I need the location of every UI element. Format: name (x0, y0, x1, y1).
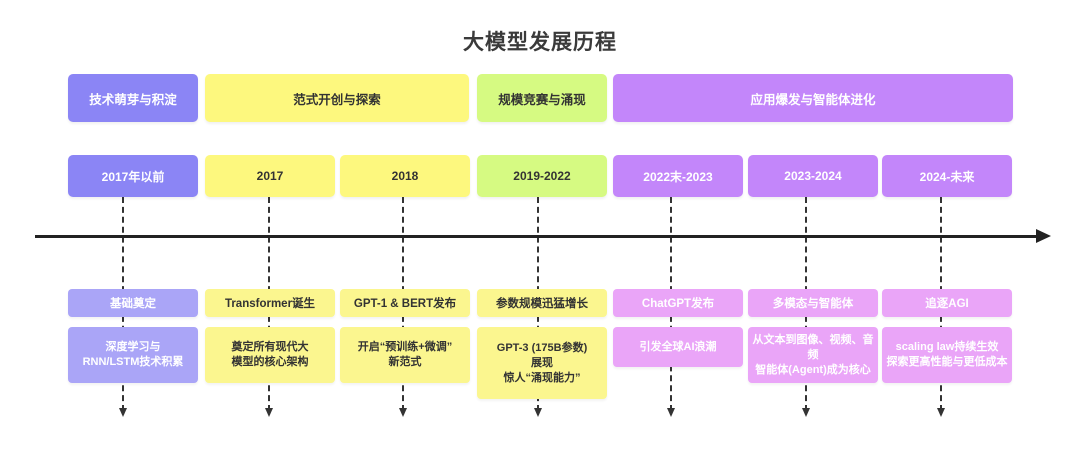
event-description-card: 引发全球AI浪潮 (613, 327, 743, 367)
timeline-axis-line (35, 235, 1040, 238)
year-label-card: 2022末-2023 (613, 155, 743, 197)
phase-band: 技术萌芽与积淀 (68, 74, 198, 122)
year-label-card: 2017 (205, 155, 335, 197)
year-label-card: 2017年以前 (68, 155, 198, 197)
year-label-card: 2019-2022 (477, 155, 607, 197)
arrow-down-icon (936, 408, 945, 417)
arrow-down-icon (264, 408, 273, 417)
event-description-card: GPT-3 (175B参数) 展现 惊人“涌现能力” (477, 327, 607, 399)
event-title-card: ChatGPT发布 (613, 289, 743, 317)
arrow-down-icon (533, 408, 542, 417)
year-label-card: 2018 (340, 155, 470, 197)
year-label-card: 2024-未来 (882, 155, 1012, 197)
event-description-card: scaling law持续生效 探索更高性能与更低成本 (882, 327, 1012, 383)
event-title-card: 基础奠定 (68, 289, 198, 317)
event-description-card: 奠定所有现代大 模型的核心架构 (205, 327, 335, 383)
arrow-down-icon (118, 408, 127, 417)
year-label-card: 2023-2024 (748, 155, 878, 197)
phase-band-row: 技术萌芽与积淀范式开创与探索规模竞赛与涌现应用爆发与智能体进化 (0, 74, 1080, 124)
arrow-down-icon (398, 408, 407, 417)
arrow-right-icon (1036, 229, 1051, 243)
event-title-card: Transformer诞生 (205, 289, 335, 317)
phase-band: 应用爆发与智能体进化 (613, 74, 1013, 122)
event-description-card: 从文本到图像、视频、音频 智能体(Agent)成为核心 (748, 327, 878, 383)
event-title-card: 追逐AGI (882, 289, 1012, 317)
arrow-down-icon (666, 408, 675, 417)
event-title-card: GPT-1 & BERT发布 (340, 289, 470, 317)
event-title-card: 多模态与智能体 (748, 289, 878, 317)
event-description-card: 深度学习与 RNN/LSTM技术积累 (68, 327, 198, 383)
event-title-card: 参数规模迅猛增长 (477, 289, 607, 317)
page-title: 大模型发展历程 (463, 31, 617, 54)
arrow-down-icon (801, 408, 810, 417)
event-description-card: 开启“预训练+微调” 新范式 (340, 327, 470, 383)
phase-band: 规模竞赛与涌现 (477, 74, 607, 122)
phase-band: 范式开创与探索 (205, 74, 469, 122)
